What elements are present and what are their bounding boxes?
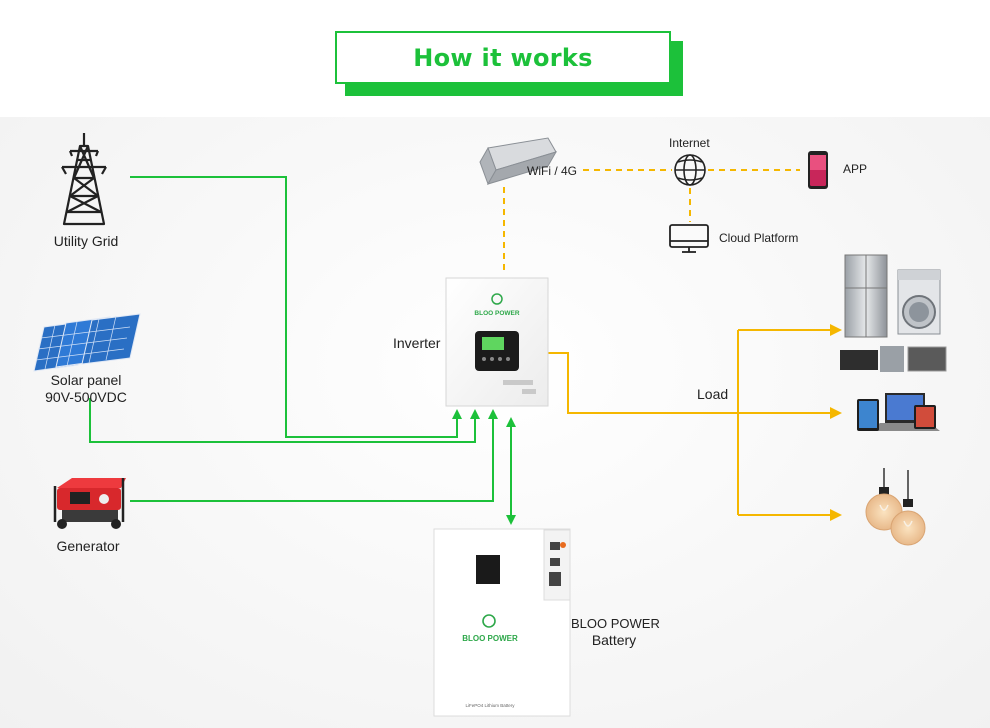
battery-label: BLOO POWER Battery [571,615,660,649]
wifi-label: WiFi / 4G [527,164,577,178]
title-box: How it works [335,31,671,84]
generator-label: Generator [56,538,120,554]
internet-label: Internet [669,136,710,150]
battery-caption-text: LiFePO4 Lithium Battery [465,703,515,708]
battery-label-line1: BLOO POWER [571,616,660,631]
generator-line [130,409,498,502]
cloud-platform-label: Cloud Platform [719,231,799,245]
battery-label-line2: Battery [591,632,637,648]
inverter-device [445,277,549,407]
green-flow-lines [89,176,516,525]
title-banner: How it works [335,31,685,97]
page-title: How it works [413,43,593,72]
generator-icon [53,478,126,529]
wifi-router-icon [479,137,558,186]
devices-icon [857,393,940,431]
inverter-brand-text: BLOO POWER [474,310,519,317]
globe-icon [674,154,706,186]
app-label: APP [843,162,868,176]
battery-device [433,528,571,717]
appliances-icon [840,254,947,372]
inverter-label: Inverter [393,335,441,351]
monitor-icon [669,224,709,253]
solar-line [89,398,480,443]
battery-brand-text: BLOO POWER [462,634,518,643]
yellow-flow-lines [503,169,842,521]
utility-grid-label: Utility Grid [53,233,119,249]
phone-icon [808,151,828,189]
inverter-load-line [548,352,738,414]
solar-panel-icon [33,313,141,372]
solar-panel-label: Solar panel 90V-500VDC [38,372,134,406]
load-label: Load [697,386,729,402]
grid-line [130,176,462,438]
solar-panel-label-line2: 90V-500VDC [45,389,127,405]
solar-panel-label-line1: Solar panel [50,372,122,388]
power-tower-icon [61,133,107,226]
light-bulb-icon [865,468,926,546]
